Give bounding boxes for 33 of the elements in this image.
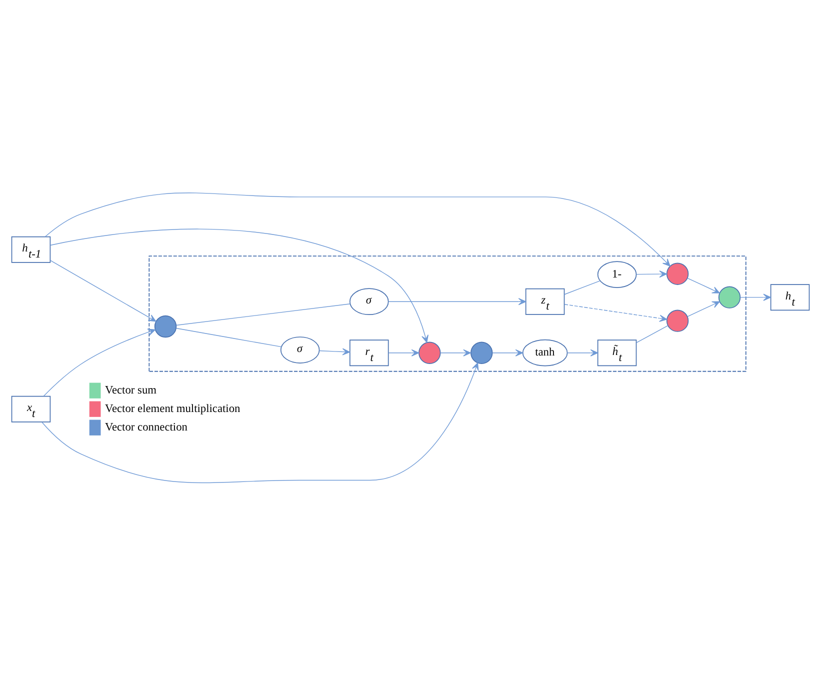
arrow bbox=[388, 349, 420, 356]
arrow bbox=[687, 301, 720, 317]
connector bbox=[176, 328, 282, 348]
arrow bbox=[44, 192, 670, 267]
legend-label: Vector sum bbox=[105, 384, 157, 396]
node-circle bbox=[470, 342, 493, 364]
node-circle bbox=[666, 262, 689, 285]
node-circle bbox=[154, 315, 177, 338]
connector bbox=[176, 304, 350, 326]
connector bbox=[636, 325, 668, 344]
arrow bbox=[687, 278, 720, 294]
arrow bbox=[318, 348, 350, 356]
connector bbox=[564, 280, 600, 295]
arrow bbox=[440, 349, 471, 356]
node-ellipse: σ bbox=[280, 336, 320, 364]
node-circle bbox=[666, 310, 689, 332]
node-ellipse: tanh bbox=[522, 339, 568, 366]
node-ellipse: σ bbox=[349, 288, 389, 316]
arrow bbox=[564, 304, 668, 322]
arrow bbox=[740, 294, 771, 301]
legend-label: Vector connection bbox=[105, 421, 188, 434]
arrow bbox=[42, 362, 479, 484]
legend-label: Vector element multiplication bbox=[105, 402, 240, 415]
arrow bbox=[388, 298, 526, 306]
arrow bbox=[50, 260, 156, 322]
node-circle bbox=[718, 286, 741, 308]
arrow bbox=[636, 270, 668, 278]
arrow bbox=[43, 328, 156, 396]
arrow bbox=[566, 349, 598, 356]
node-circle bbox=[418, 342, 441, 364]
arrow bbox=[492, 349, 524, 356]
node-ellipse: 1- bbox=[597, 261, 637, 288]
arrow bbox=[50, 228, 428, 343]
